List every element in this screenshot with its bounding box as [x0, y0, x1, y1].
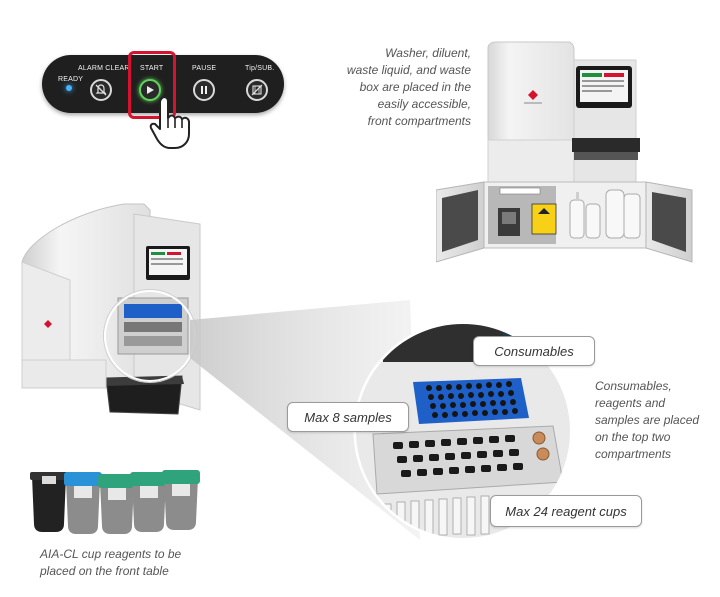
control-panel: READY ALARM CLEAR START PAUSE Tip/SUB. [42, 55, 284, 113]
consumables-caption-line: samples are placed [595, 413, 700, 427]
washer-caption-line: box are placed in the [359, 80, 471, 94]
consumables-caption-line: compartments [595, 447, 672, 461]
pointing-hand-icon [149, 96, 190, 149]
cups-caption-line: AIA-CL cup reagents to be [40, 547, 182, 561]
tip-sub-label: Tip/SUB. [245, 65, 275, 72]
tip-sub-button[interactable] [246, 79, 268, 101]
pause-icon [201, 86, 207, 94]
bell-mute-icon [95, 84, 107, 96]
ready-indicator-icon [66, 85, 72, 91]
pause-button[interactable] [193, 79, 215, 101]
start-highlight-frame [128, 51, 176, 119]
tip-sub-icon [251, 84, 263, 96]
zoom-source-ring [104, 290, 196, 382]
cups-caption: AIA-CL cup reagents to be placed on the … [40, 546, 210, 580]
consumables-caption-line: Consumables, [595, 379, 672, 393]
consumables-caption-line: on the top two [595, 430, 671, 444]
alarm-clear-label: ALARM CLEAR [78, 65, 130, 72]
max-samples-callout: Max 8 samples [287, 402, 409, 432]
ready-label: READY [58, 76, 84, 83]
pause-label: PAUSE [192, 65, 217, 72]
reagent-cups-image [30, 470, 200, 534]
alarm-clear-button[interactable] [90, 79, 112, 101]
consumables-caption-line: reagents and [595, 396, 666, 410]
washer-caption-line: front compartments [367, 114, 471, 128]
start-button[interactable] [139, 79, 161, 101]
consumables-caption: Consumables, reagents and samples are pl… [595, 378, 715, 463]
play-icon [147, 86, 154, 94]
washer-caption-line: waste liquid, and waste [346, 63, 471, 77]
max-reagent-cups-callout: Max 24 reagent cups [490, 495, 642, 527]
washer-caption-line: easily accessible, [377, 97, 471, 111]
cups-caption-line: placed on the front table [40, 564, 169, 578]
washer-caption: Washer, diluent, waste liquid, and waste… [325, 45, 471, 130]
washer-caption-line: Washer, diluent, [385, 46, 471, 60]
start-label: START [140, 65, 164, 72]
consumables-callout: Consumables [473, 336, 595, 366]
analyzer-open-front-image [436, 41, 693, 263]
